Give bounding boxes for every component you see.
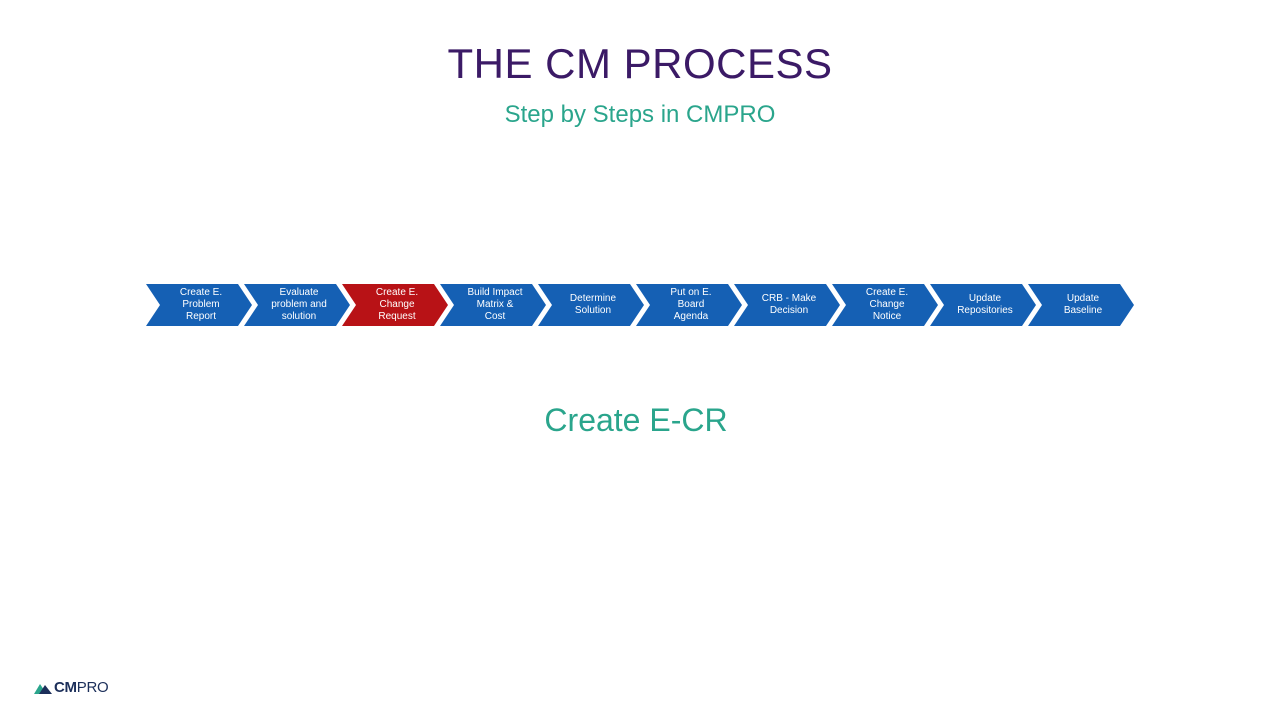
logo-pro-text: PRO bbox=[76, 679, 109, 696]
mountain-icon bbox=[34, 684, 52, 694]
slide-title: THE CM PROCESS bbox=[447, 40, 833, 87]
logo-wordmark: CMPRO bbox=[54, 679, 109, 697]
cmpro-logo: CMPRO bbox=[34, 679, 109, 697]
slide-subtitle: Step by Steps in CMPRO bbox=[504, 101, 776, 128]
logo-cm-text: CM bbox=[54, 679, 77, 696]
current-step-caption: Create E-CR bbox=[544, 402, 728, 438]
